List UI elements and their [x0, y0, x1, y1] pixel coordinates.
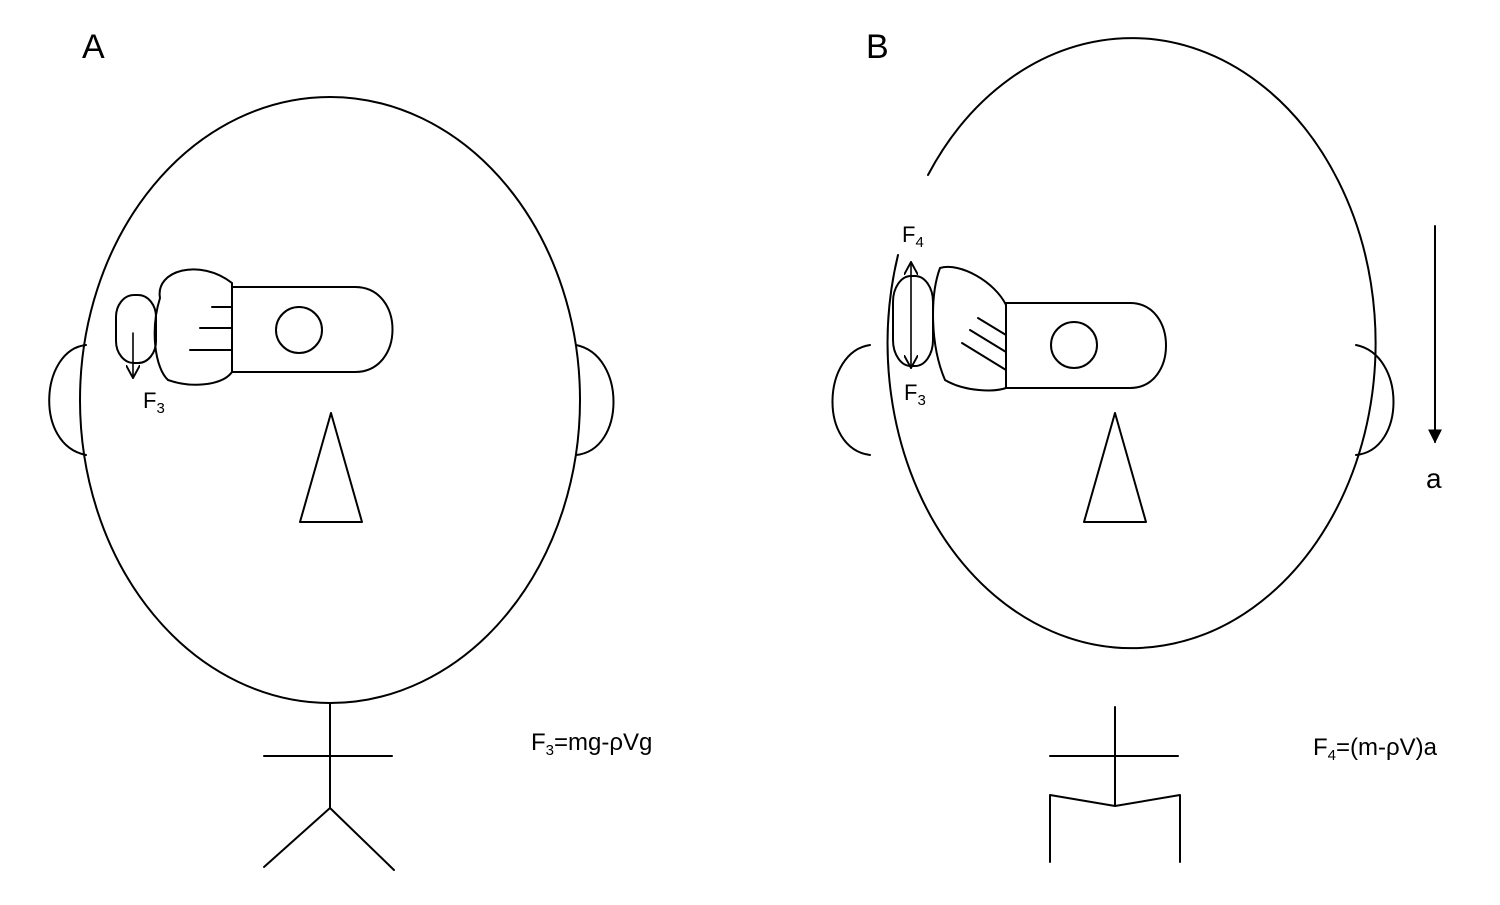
panel-a-right-ear	[575, 344, 615, 456]
panel-a-label: A	[82, 28, 105, 66]
panel-b-hair-1	[977, 317, 1007, 336]
panel-b-pupil	[1050, 321, 1098, 369]
panel-a-cupula	[153, 268, 233, 386]
panel-b-otolith-blob	[892, 275, 934, 367]
panel-a-equation: F3=mg-ρVg	[531, 729, 652, 759]
panel-a-left-leg	[263, 807, 331, 868]
panel-b-hair-2	[969, 329, 1007, 353]
panel-b-eye-capsule	[1005, 302, 1167, 389]
panel-b-cupula	[932, 265, 1007, 392]
panel-b-left-ear	[831, 344, 871, 456]
panel-b-head	[886, 37, 1377, 650]
panel-b-force-top-label: F4	[902, 222, 924, 251]
panel-a-pupil	[275, 306, 323, 354]
panel-b-label: B	[866, 28, 889, 66]
panel-b-hair-3	[961, 342, 1007, 371]
panel-a-force-label: F3	[143, 388, 165, 417]
panel-b-right-ear	[1355, 344, 1395, 456]
panel-a: A F3 F3=mg-ρVg	[48, 28, 652, 871]
panel-b-acceleration-label: a	[1426, 463, 1442, 494]
panel-b-equation: F4=(m-ρV)a	[1313, 734, 1438, 764]
panel-b: B F4 F3 a F4=(	[831, 28, 1442, 863]
panel-a-left-ear	[48, 344, 87, 456]
panel-a-nose	[299, 412, 363, 523]
panel-b-seat	[1049, 794, 1181, 863]
panel-a-otolith-blob	[115, 294, 157, 364]
panel-a-right-leg	[329, 807, 395, 871]
panel-b-nose	[1083, 412, 1147, 523]
panel-b-force-bottom-label: F3	[904, 380, 926, 409]
panel-a-eye-capsule	[231, 286, 394, 373]
